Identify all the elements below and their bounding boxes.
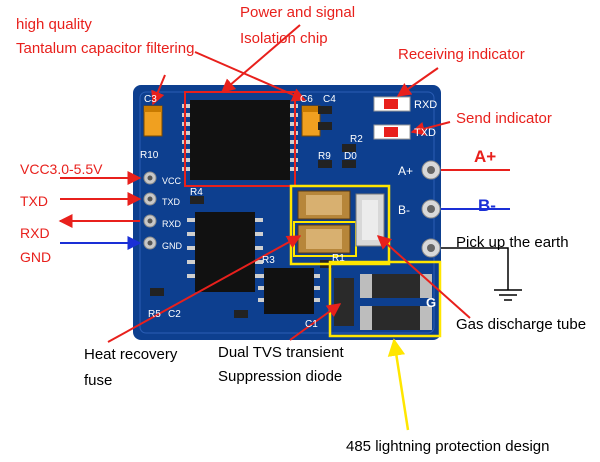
annotation-earth: Pick up the earth	[456, 234, 569, 251]
silk-r1: R1	[332, 253, 345, 264]
silk-r5: R5	[148, 309, 161, 320]
annotation-lightning: 485 lightning protection design	[346, 438, 550, 455]
silk-gnd-vertical: GND	[162, 241, 182, 251]
annotation-gas-tube: Gas discharge tube	[456, 316, 587, 333]
annotation-tantalum-line1: high quality	[16, 16, 92, 33]
heat-recovery-fuses	[297, 190, 351, 254]
silk-r10: R10	[140, 150, 159, 161]
silk-txd-vertical: TXD	[162, 197, 180, 207]
silk-r4: R4	[190, 187, 203, 198]
annotation-fuse-line1: Heat recovery	[84, 346, 178, 363]
pin-label-aplus: A+	[474, 147, 497, 166]
left-pin-header	[143, 171, 157, 250]
pin-label-rxd: RXD	[20, 225, 50, 241]
silk-d0: D0	[344, 151, 357, 162]
annotation-send-indicator: Send indicator	[456, 110, 552, 127]
silk-bminus: B-	[398, 203, 410, 217]
transceiver-chip	[187, 212, 263, 292]
silk-c4: C4	[323, 94, 336, 105]
silk-r2: R2	[350, 134, 363, 145]
annotation-tvs-line2: Suppression diode	[218, 368, 343, 385]
silk-g: G	[426, 295, 437, 310]
pin-label-gnd: GND	[20, 249, 52, 265]
annotation-tvs-line1: Dual TVS transient	[218, 344, 344, 361]
isolation-chip	[182, 100, 298, 180]
silk-c1: C1	[305, 319, 318, 330]
pin-label-bminus: B-	[478, 196, 496, 215]
silk-txd: TXD	[414, 127, 436, 139]
annotation-tantalum-line2: Tantalum capacitor filtering	[16, 40, 195, 57]
silk-r3: R3	[262, 255, 275, 266]
silk-c6: C6	[300, 94, 313, 105]
silk-aplus: A+	[398, 164, 414, 178]
small-chip	[258, 268, 320, 314]
annotation-isolation-line1: Power and signal	[240, 4, 356, 21]
pin-label-vcc: VCC3.0-5.5V	[20, 161, 103, 177]
annotation-isolation-line2: Isolation chip	[240, 30, 328, 47]
silk-r9: R9	[318, 151, 331, 162]
silk-c2: C2	[168, 309, 181, 320]
silk-vcc: VCC	[162, 176, 182, 186]
silk-rxd: RXD	[414, 99, 438, 111]
annotation-fuse-line2: fuse	[84, 372, 113, 389]
silk-c3: C3	[144, 94, 157, 105]
pin-label-txd: TXD	[20, 193, 48, 209]
silk-rxd-vertical: RXD	[162, 219, 182, 229]
tvs-diodes	[334, 274, 432, 330]
right-terminal-holes	[421, 160, 441, 258]
annotation-receiving-indicator: Receiving indicator	[398, 46, 525, 63]
